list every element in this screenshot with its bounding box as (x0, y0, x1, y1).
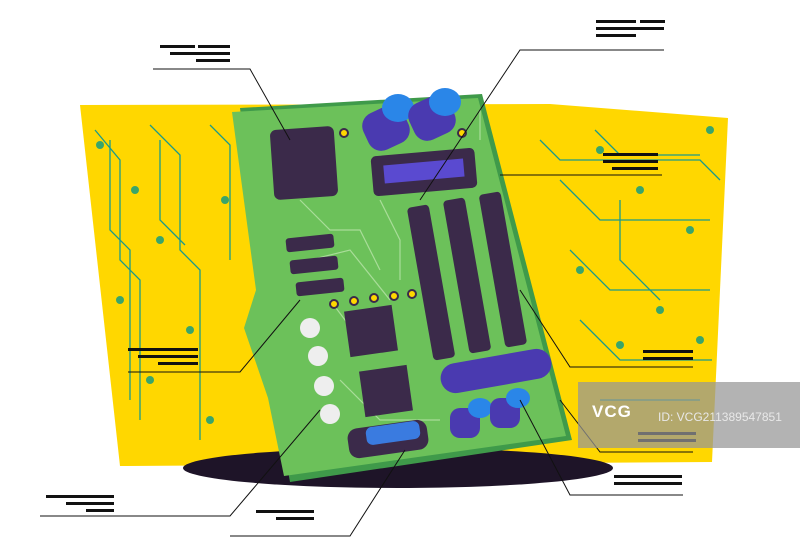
watermark-overlay (578, 382, 800, 448)
callout-lines (40, 49, 693, 537)
ram-slots (407, 191, 527, 361)
cpu-chip (270, 126, 338, 200)
watermark-id: ID: VCG211389547851 (658, 410, 782, 424)
watermark-logo: VCG (592, 402, 632, 421)
crystal-oscillator (440, 348, 552, 394)
capacitors (362, 88, 530, 438)
leds (300, 318, 340, 424)
callout-placeholder-bars (46, 20, 696, 520)
background-dots (96, 126, 714, 424)
solder-pads (329, 128, 467, 309)
ic-chip (359, 364, 413, 418)
ic-chip (344, 304, 398, 358)
